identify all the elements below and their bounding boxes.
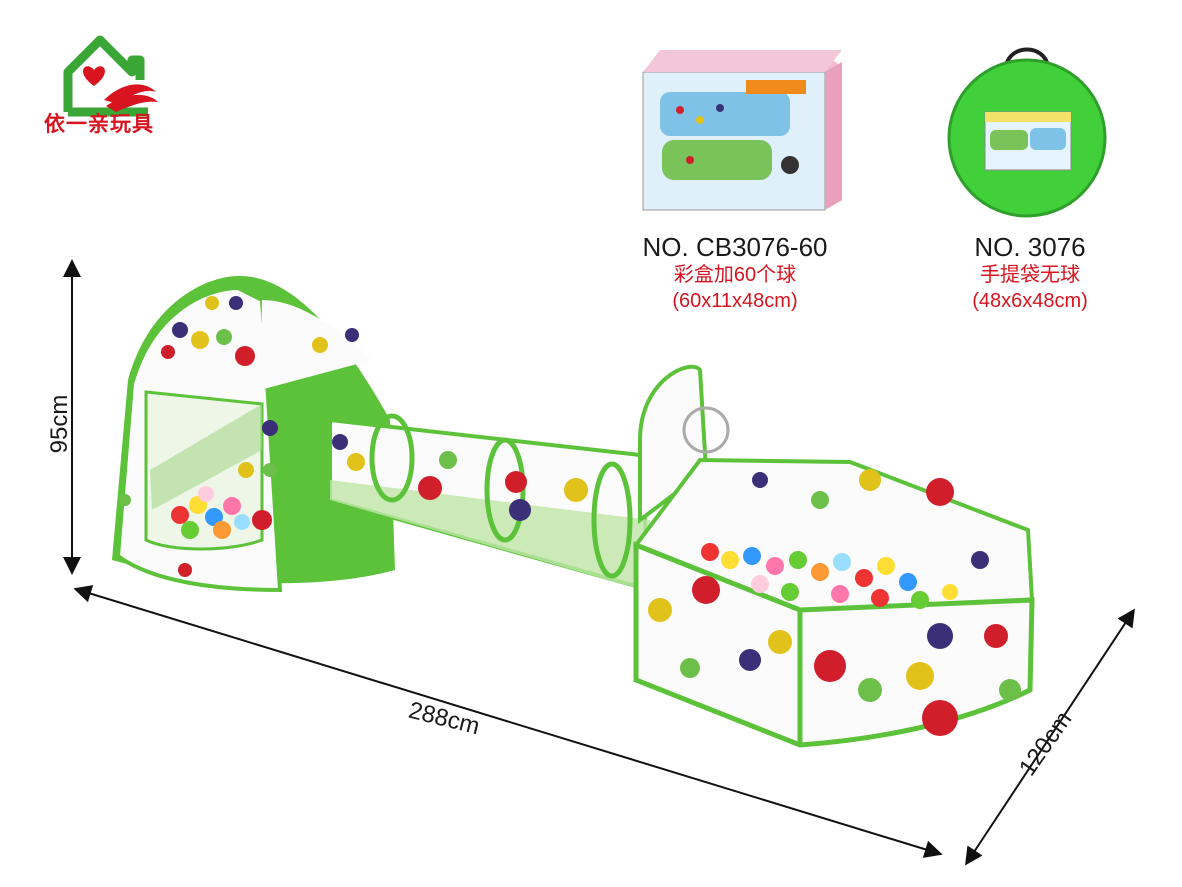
carry-bag-image (947, 47, 1107, 218)
width-dimension-arrow-icon (965, 608, 1135, 866)
product-package-size: (48x6x48cm) (972, 290, 1088, 312)
balls-in-tent (171, 486, 250, 539)
product-description: 彩盒加60个球 (673, 264, 797, 286)
brand-logo-icon (63, 35, 158, 117)
product-description: 手提袋无球 (980, 264, 1080, 286)
product-info-bag: NO. 3076 手提袋无球 (48x6x48cm) (930, 232, 1130, 314)
crawl-tunnel (328, 413, 653, 593)
length-dimension-arrow-icon (73, 585, 943, 858)
ball-pit (632, 364, 1035, 748)
height-label: 95cm (46, 394, 73, 454)
product-model: NO. CB3076-60 (642, 232, 828, 262)
pop-up-tent (112, 275, 395, 593)
package-box-image (642, 50, 842, 211)
product-info-box: NO. CB3076-60 彩盒加60个球 (60x11x48cm) (620, 232, 850, 314)
product-package-size: (60x11x48cm) (672, 290, 798, 312)
product-model: NO. 3076 (974, 232, 1086, 262)
brand-name: 依一亲玩具 (44, 113, 154, 136)
